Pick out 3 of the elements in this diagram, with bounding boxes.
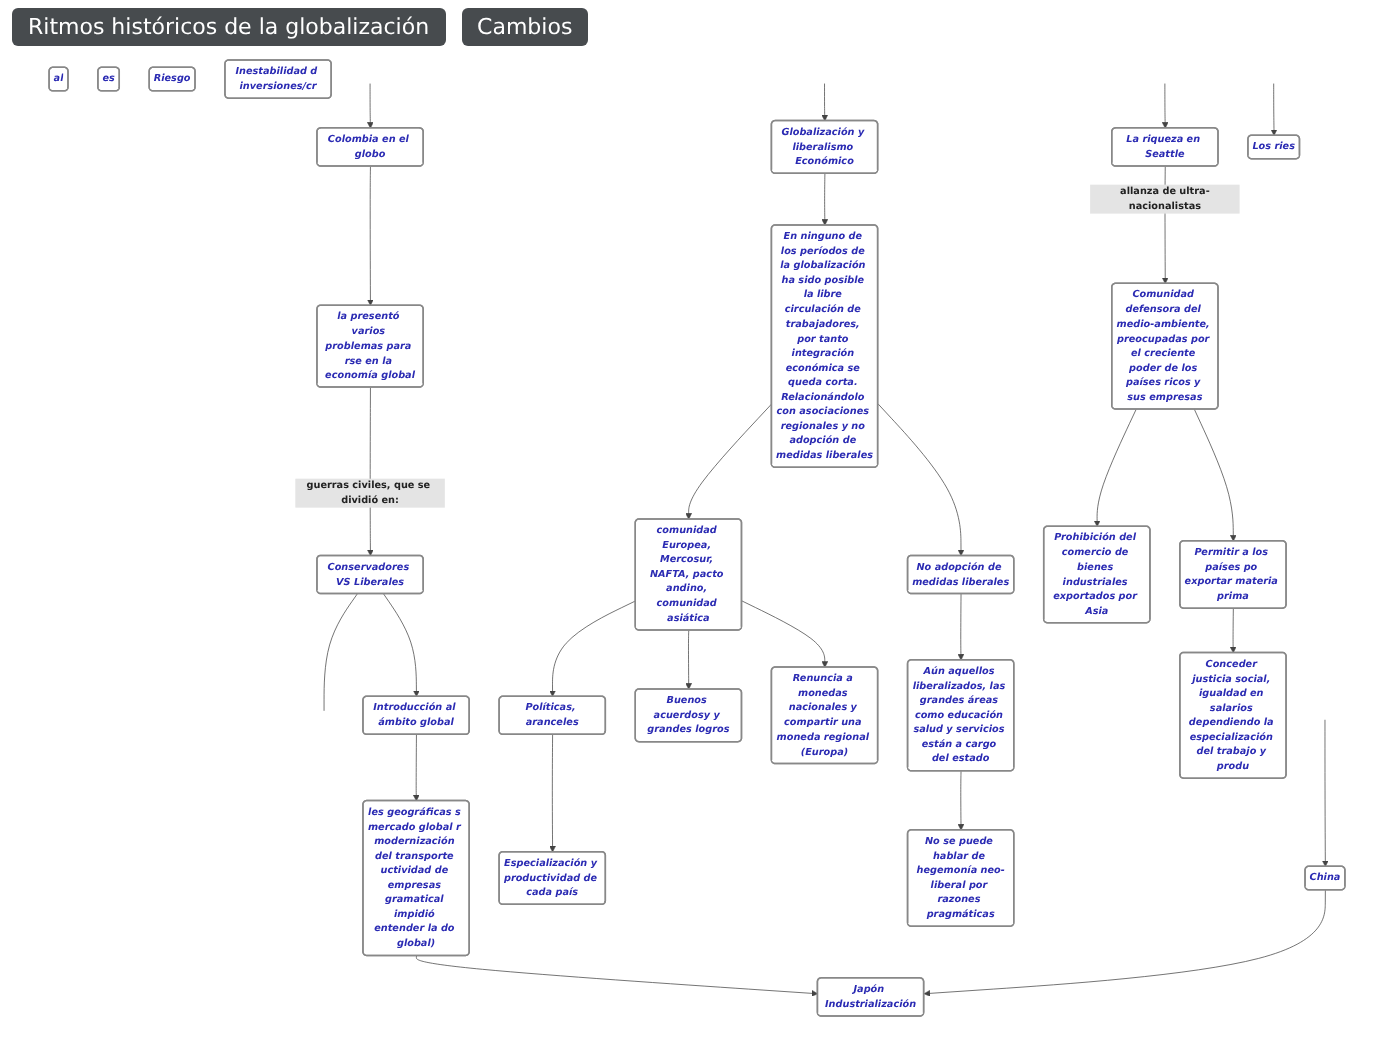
linking-phrase-label: Cambios [461,8,589,46]
linking-phrase-label: Ritmos históricos de la globalización [12,8,446,46]
connector [323,593,358,712]
